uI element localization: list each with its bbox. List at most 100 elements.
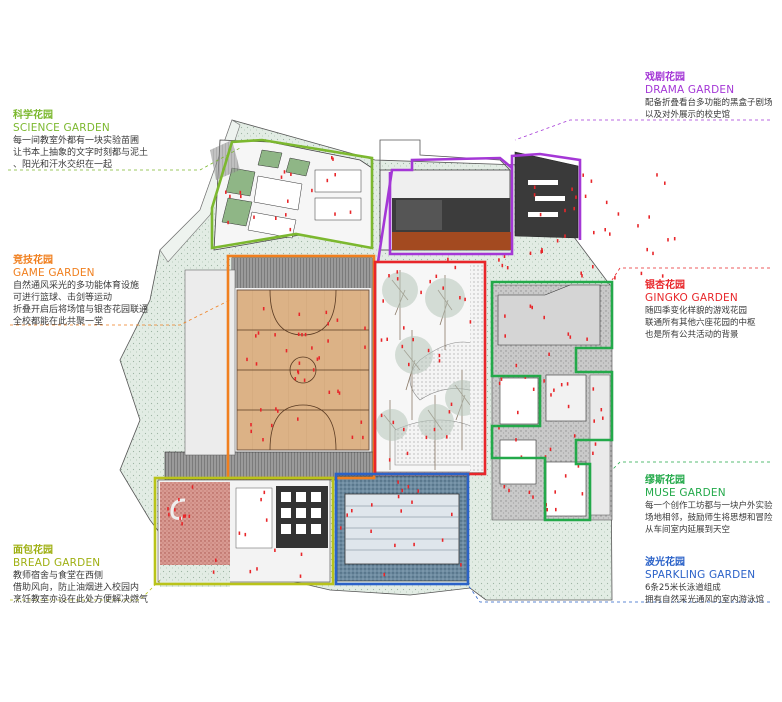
person-mark bbox=[351, 509, 353, 513]
sparkling-block bbox=[336, 475, 468, 582]
person-mark bbox=[250, 429, 252, 434]
muse-outline bbox=[490, 280, 614, 522]
person-mark bbox=[294, 377, 297, 381]
game-garden-desc-2: 可进行篮球、击剑等运动 bbox=[13, 293, 113, 303]
muse-garden-cn: 缪斯花园 bbox=[645, 475, 685, 486]
garden-outlines bbox=[153, 138, 614, 586]
person-mark bbox=[546, 508, 548, 512]
game-garden-label: 竞技花园 GAME GARDEN 自然通风采光的多功能体育设施 可进行篮球、击剑… bbox=[13, 254, 213, 328]
person-mark bbox=[297, 369, 299, 373]
person-mark bbox=[459, 296, 461, 300]
person-mark bbox=[304, 332, 307, 337]
person-mark bbox=[498, 426, 500, 430]
person-mark bbox=[178, 497, 180, 502]
bread-garden-desc-3: 烹饪教室亦设在此处方便解决燃气 bbox=[13, 595, 149, 605]
person-mark bbox=[503, 485, 506, 489]
game-garden-desc-3: 折叠开启后将场馆与银杏花园联通 bbox=[13, 305, 149, 315]
sparkling-garden-desc-1: 6条25米长泳道组成 bbox=[645, 583, 721, 593]
person-mark bbox=[370, 529, 372, 533]
person-mark bbox=[532, 387, 535, 391]
person-mark bbox=[311, 346, 313, 350]
person-mark bbox=[420, 290, 422, 295]
person-mark bbox=[285, 213, 287, 217]
person-mark bbox=[664, 181, 666, 185]
gingko-garden-en: GINGKO GARDEN bbox=[645, 292, 738, 304]
person-mark bbox=[351, 435, 354, 439]
person-mark bbox=[564, 474, 567, 478]
person-mark bbox=[364, 326, 366, 330]
game-garden-desc-4: 全校都能在此共聚一堂 bbox=[13, 317, 104, 327]
person-mark bbox=[285, 349, 288, 353]
muse-garden-desc-2: 场地相邻，鼓励师生将思想和冒险 bbox=[645, 513, 773, 523]
person-mark bbox=[396, 277, 399, 281]
person-mark bbox=[567, 404, 570, 409]
science-garden-label: 科学花园 SCIENCE GARDEN 每一间教室外都有一块实验苗圃 让书本上抽… bbox=[13, 109, 213, 171]
person-mark bbox=[498, 258, 500, 262]
person-mark bbox=[667, 238, 669, 242]
person-mark bbox=[593, 419, 595, 423]
person-mark bbox=[573, 434, 576, 438]
person-mark bbox=[503, 254, 506, 258]
person-mark bbox=[446, 435, 448, 439]
person-mark bbox=[240, 194, 242, 199]
person-mark bbox=[303, 378, 306, 382]
drama-outline bbox=[388, 152, 582, 256]
person-mark bbox=[225, 190, 227, 194]
person-mark bbox=[334, 173, 336, 177]
person-mark bbox=[564, 234, 566, 238]
person-mark bbox=[397, 494, 400, 499]
bread-garden-cn: 面包花园 bbox=[13, 545, 53, 556]
person-mark bbox=[582, 173, 584, 177]
person-mark bbox=[260, 408, 262, 412]
game-court bbox=[164, 257, 376, 481]
person-mark bbox=[371, 503, 373, 507]
person-mark bbox=[637, 224, 639, 228]
person-mark bbox=[168, 512, 170, 517]
person-mark bbox=[403, 427, 405, 432]
person-mark bbox=[327, 339, 329, 343]
person-mark bbox=[532, 495, 534, 499]
person-mark bbox=[394, 543, 396, 548]
person-mark bbox=[274, 333, 276, 337]
person-mark bbox=[413, 542, 415, 547]
person-mark bbox=[238, 531, 241, 535]
person-mark bbox=[438, 359, 441, 363]
person-mark bbox=[380, 413, 383, 418]
person-mark bbox=[566, 382, 569, 386]
person-mark bbox=[539, 212, 542, 217]
person-mark bbox=[617, 212, 620, 216]
sparkling-garden-cn: 波光花园 bbox=[645, 557, 685, 568]
person-mark bbox=[337, 389, 339, 393]
person-mark bbox=[609, 232, 611, 236]
sparkling-garden-label: 波光花园 SPARKLING GARDEN 6条25米长泳道组成 拥有自然采光通… bbox=[645, 556, 780, 606]
person-mark bbox=[411, 500, 413, 504]
bread-outline bbox=[153, 476, 335, 586]
person-mark bbox=[417, 489, 419, 493]
drama-outline-top bbox=[376, 156, 513, 263]
person-mark bbox=[504, 334, 506, 338]
person-mark bbox=[592, 387, 595, 391]
person-mark bbox=[433, 427, 436, 432]
person-mark bbox=[179, 516, 181, 521]
person-mark bbox=[584, 194, 587, 198]
science-outline bbox=[210, 138, 374, 250]
person-mark bbox=[255, 334, 257, 338]
person-mark bbox=[554, 490, 556, 494]
drama-block bbox=[379, 139, 579, 251]
person-mark bbox=[188, 514, 191, 518]
person-mark bbox=[289, 227, 292, 232]
person-mark bbox=[283, 170, 286, 174]
person-mark bbox=[442, 286, 444, 290]
person-mark bbox=[280, 175, 283, 179]
science-garden-desc-2: 让书本上抽象的文字时刻都与泥土 bbox=[13, 148, 149, 158]
bread-garden-en: BREAD GARDEN bbox=[13, 557, 101, 569]
person-mark bbox=[311, 188, 313, 193]
game-garden-desc-1: 自然通风采光的多功能体育设施 bbox=[13, 281, 140, 291]
person-mark bbox=[388, 274, 390, 278]
science-garden-desc-3: 、阳光和汗水交织在一起 bbox=[13, 160, 113, 170]
person-mark bbox=[184, 514, 187, 518]
person-mark bbox=[602, 416, 604, 420]
person-mark bbox=[244, 532, 247, 537]
person-mark bbox=[548, 352, 550, 356]
